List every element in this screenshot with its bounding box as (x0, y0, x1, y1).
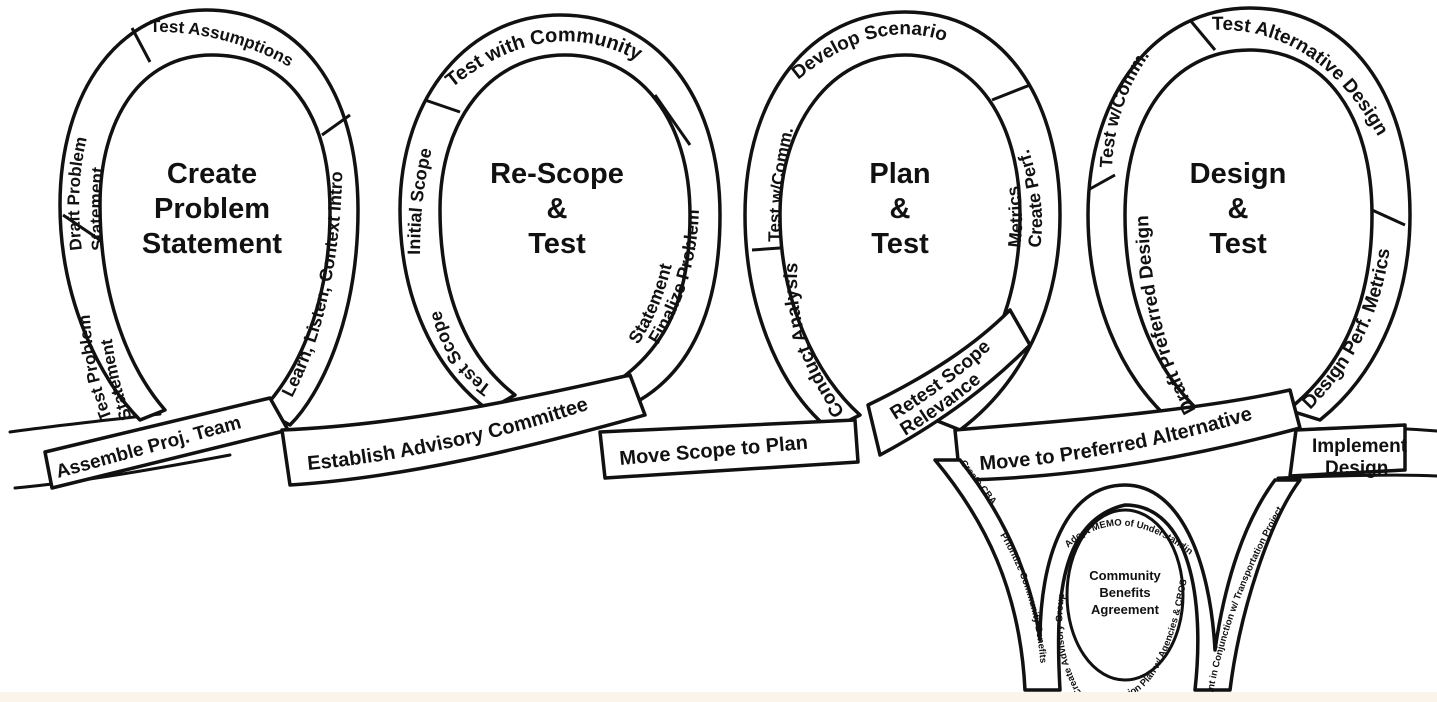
chevron (321, 113, 351, 137)
chevron (1371, 208, 1406, 227)
sub-loop-title: Community Benefits Agreement (1089, 568, 1161, 617)
segment-create-perf-metrics-line2: Metrics (1003, 185, 1027, 249)
loop-title-create: Create Problem Statement (142, 158, 283, 260)
chevron (1188, 19, 1217, 51)
loop-title-plan: Plan & Test (869, 158, 930, 260)
loop-band-4 (1086, 6, 1412, 422)
footer-strip (0, 692, 1437, 702)
chevron (991, 83, 1031, 102)
loop-band-3 (743, 10, 1062, 432)
sub-loop-inner (1065, 508, 1185, 682)
svg-text:&: & (890, 193, 911, 225)
chevron (751, 246, 781, 252)
svg-text:Design: Design (1190, 158, 1287, 190)
svg-text:&: & (1228, 193, 1249, 225)
svg-text:Create: Create (167, 158, 257, 190)
loop-band-2 (398, 13, 722, 412)
chevron (62, 213, 101, 242)
band-move-scope (598, 418, 860, 480)
segment-implement-design-line2: Design (1325, 458, 1388, 479)
chevron (130, 27, 152, 63)
band-implement (1288, 423, 1407, 478)
band-move-preferred (953, 388, 1302, 482)
svg-text:Plan: Plan (869, 158, 930, 190)
svg-text:Community: Community (1089, 568, 1161, 583)
loop-title-design: Design & Test (1190, 158, 1287, 260)
loop-band-1 (58, 8, 360, 427)
svg-text:Problem: Problem (154, 193, 270, 225)
sub-loop-outer (933, 458, 1302, 692)
loop-title-rescope: Re-Scope & Test (490, 158, 624, 260)
svg-text:Agreement: Agreement (1091, 602, 1160, 617)
chevron (1087, 173, 1116, 192)
svg-text:Test: Test (1209, 228, 1267, 260)
svg-text:Benefits: Benefits (1099, 585, 1150, 600)
segment-implement-design: Implement (1312, 436, 1408, 457)
segment-draft-problem-line2: Statement (86, 166, 108, 252)
chevron (424, 98, 461, 114)
svg-text:Test: Test (528, 228, 586, 260)
svg-text:&: & (547, 193, 568, 225)
svg-text:Test: Test (871, 228, 929, 260)
chevron (653, 94, 692, 146)
band-retest (866, 308, 1032, 457)
band-establish (280, 373, 647, 487)
svg-text:Statement: Statement (142, 228, 283, 260)
left-rail-bottom (13, 453, 232, 490)
svg-text:Re-Scope: Re-Scope (490, 158, 624, 190)
